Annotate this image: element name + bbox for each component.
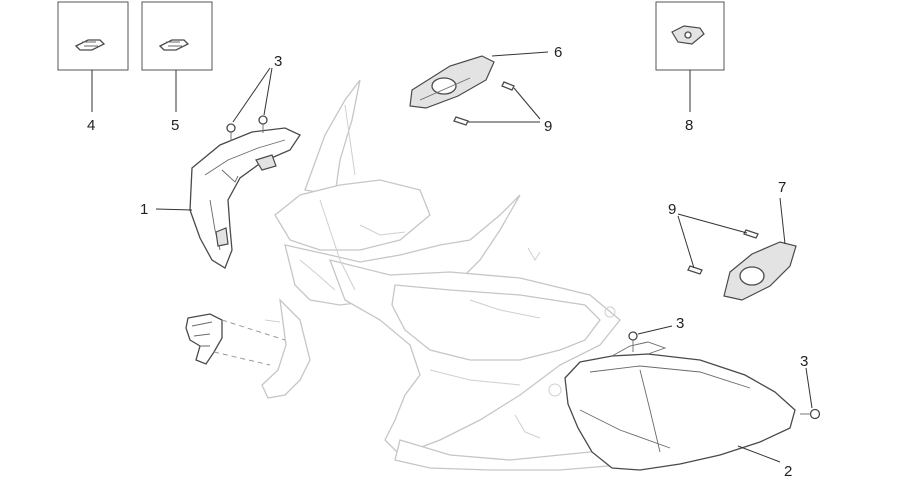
part-reflector-right [723,241,797,301]
callout-9-right: 9 [668,201,676,218]
callout-9-upper: 9 [544,118,552,135]
callout-3-mid: 3 [676,315,684,332]
screws-9-upper [453,81,515,126]
bracket-clip [185,313,286,366]
screws-top [226,115,268,141]
screws-right [628,331,821,420]
leader-lines [91,51,813,463]
callout-3-top: 3 [274,53,282,70]
part-front-inner-cover [189,127,301,269]
box-item-4 [57,1,129,71]
callout-1: 1 [140,201,148,218]
callout-4: 4 [87,117,95,134]
callout-6: 6 [554,44,562,61]
callout-labels: 4 5 3 1 6 9 8 9 7 3 3 2 [87,44,808,480]
box-item-5 [141,1,213,71]
box-item-8 [655,1,725,71]
callout-2: 2 [784,463,792,480]
ghost-body-frame [261,79,642,471]
callout-5: 5 [171,117,179,134]
callout-7: 7 [778,179,786,196]
callout-3-right: 3 [800,353,808,370]
part-side-panel [564,341,796,471]
part-reflector-upper [409,55,495,109]
callout-8: 8 [685,117,693,134]
